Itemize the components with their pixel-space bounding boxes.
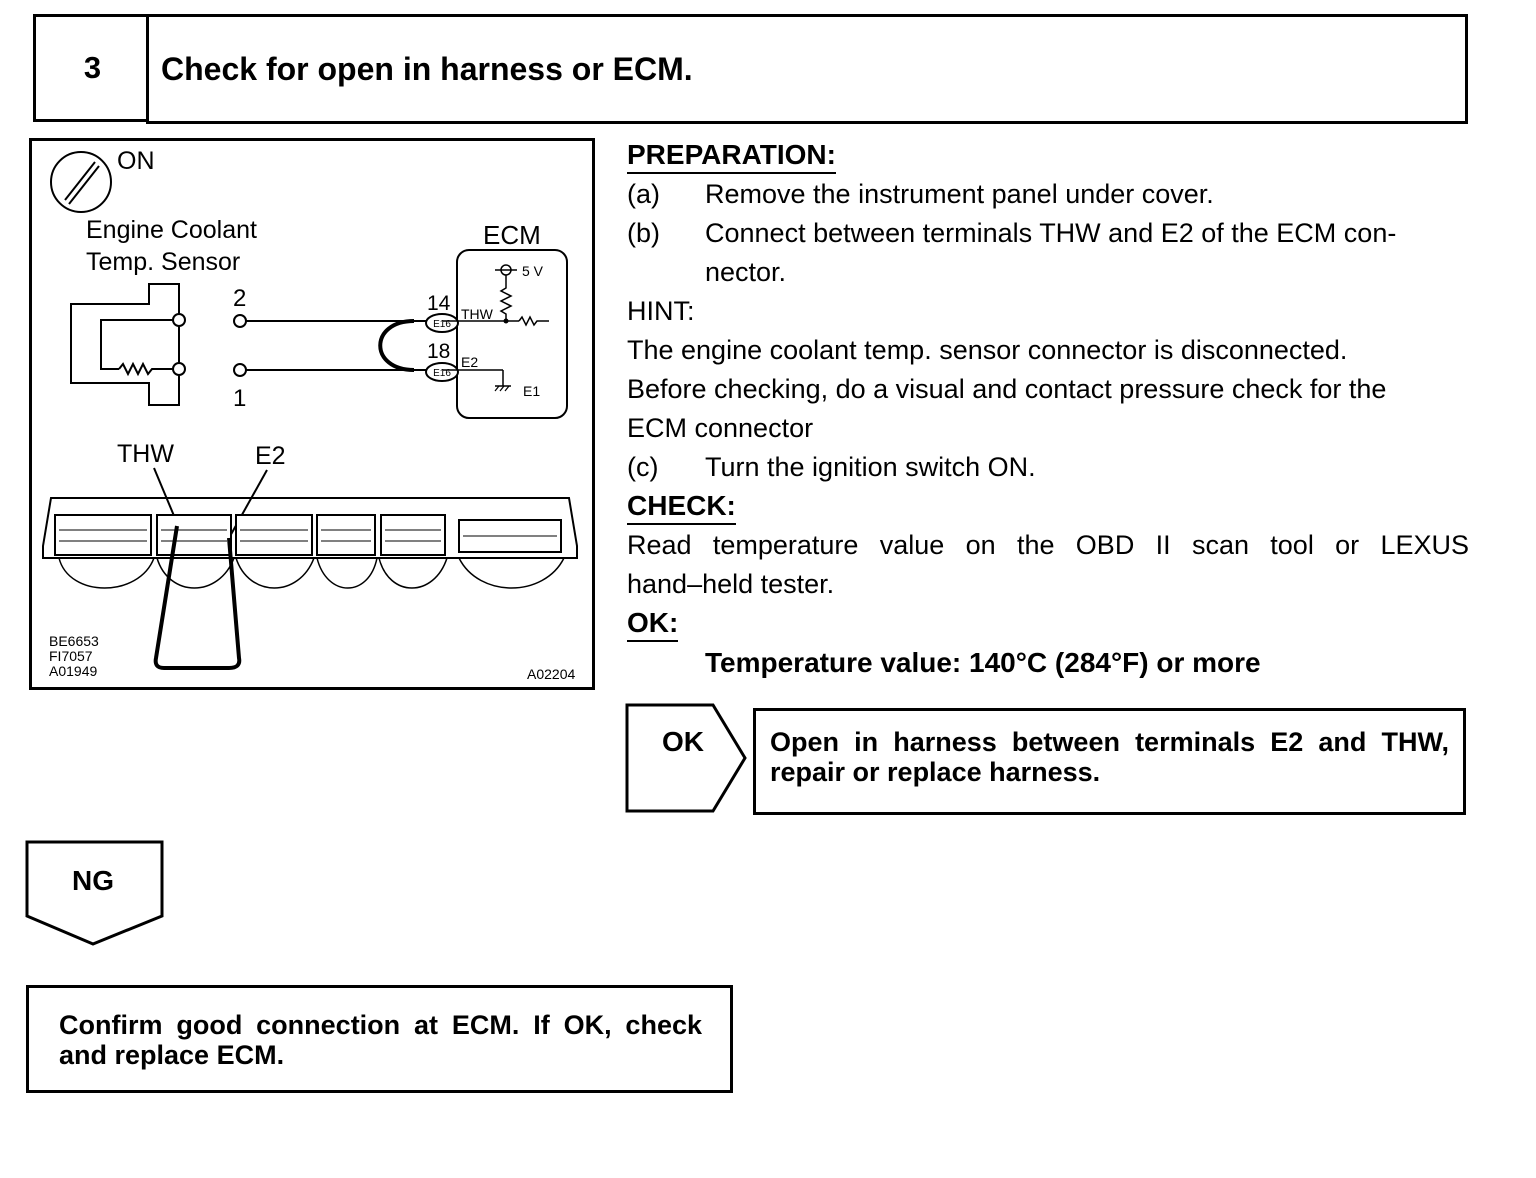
ok-heading: OK:	[627, 606, 679, 642]
connector-e16-b: E16	[433, 368, 451, 379]
pin-2-label: 2	[233, 285, 246, 312]
ok-spec: Temperature value: 140°C (284°F) or more	[705, 647, 1261, 678]
hint-line-1: The engine coolant temp. sensor connecto…	[627, 335, 1348, 365]
step-a: (a)Remove the instrument panel under cov…	[627, 179, 1214, 209]
sensor-label-2: Temp. Sensor	[86, 248, 240, 276]
ok-arrow-tag: OK	[625, 703, 747, 813]
ng-result-text: Confirm good connection at ECM. If OK, c…	[59, 1010, 702, 1070]
figure-code-1: BE6653	[49, 633, 99, 649]
terminal-14-label: 14	[427, 292, 451, 315]
check-heading: CHECK:	[627, 489, 736, 525]
step-c: (c)Turn the ignition switch ON.	[627, 452, 1036, 482]
step-title: Check for open in harness or ECM.	[146, 14, 1468, 124]
step-b: (b)Connect between terminals THW and E2 …	[627, 218, 1397, 248]
ecm-e2-label: E2	[461, 354, 478, 370]
e2-callout: E2	[255, 442, 286, 470]
wiring-diagram: ON Engine Coolant Temp. Sensor ECM 2 1 1…	[29, 138, 595, 690]
terminal-18-label: 18	[427, 340, 450, 363]
figure-code-4: A02204	[527, 666, 575, 682]
figure-code-3: A01949	[49, 663, 97, 679]
ecm-thw-label: THW	[461, 306, 494, 322]
ok-tag-label: OK	[662, 726, 704, 757]
step-title-text: Check for open in harness or ECM.	[161, 50, 693, 87]
jumper-wire	[378, 319, 415, 372]
hint-heading: HINT:	[627, 296, 695, 326]
ground-e1-label: E1	[523, 383, 540, 399]
ignition-key-icon	[50, 151, 112, 213]
ng-arrow-tag: NG	[25, 840, 164, 946]
thw-callout: THW	[117, 440, 174, 468]
ecm-label: ECM	[483, 220, 541, 250]
ng-tag-label: NG	[72, 865, 114, 896]
hint-line-2: Before checking, do a visual and contact…	[627, 374, 1387, 404]
preparation-heading: PREPARATION:	[627, 138, 836, 174]
step-number: 3	[33, 14, 149, 122]
supply-voltage-label: 5 V	[522, 263, 544, 279]
check-line-2: hand–held tester.	[627, 569, 835, 599]
check-line-1: Read temperature value on the OBD II sca…	[627, 530, 1469, 560]
ok-result-box: Open in harness between terminals E2 and…	[753, 708, 1466, 815]
step-b-cont: nector.	[705, 257, 787, 287]
connector-e16-a: E16	[433, 319, 451, 330]
ecm-connector-housing	[42, 497, 578, 559]
ng-result-box: Confirm good connection at ECM. If OK, c…	[26, 985, 733, 1093]
hint-line-3: ECM connector	[627, 413, 814, 443]
ok-result-text: Open in harness between terminals E2 and…	[770, 727, 1449, 787]
instructions: PREPARATION: (a)Remove the instrument pa…	[627, 136, 1469, 682]
figure-code-2: FI7057	[49, 648, 93, 664]
test-lead	[153, 525, 242, 670]
pin-1-label: 1	[233, 385, 246, 412]
ignition-on-label: ON	[117, 147, 155, 175]
sensor-resistor-icon	[118, 361, 179, 377]
sensor-label-1: Engine Coolant	[86, 216, 257, 244]
